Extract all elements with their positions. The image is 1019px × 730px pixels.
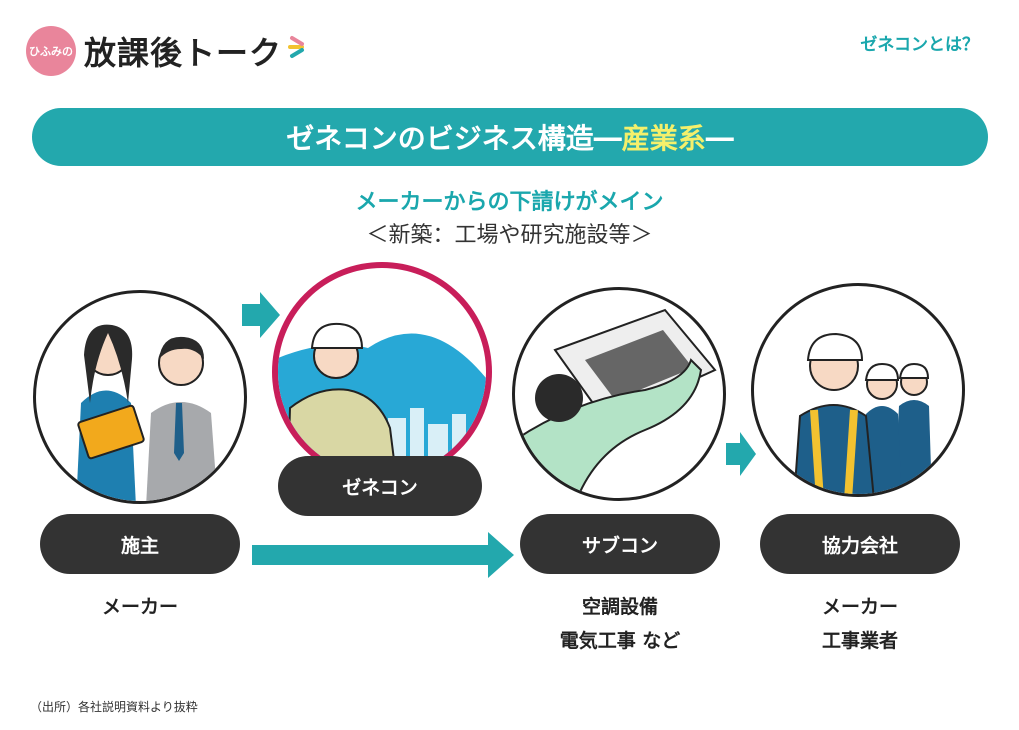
arrow-right-icon (242, 292, 280, 338)
subcontractor-caption: 空調設備 電気工事 など (520, 590, 720, 658)
partner-caption-line: メーカー (821, 596, 898, 618)
partner-caption: メーカー 工事業者 (760, 590, 960, 658)
source-footnote: （出所）各社説明資料より抜粋 (30, 700, 198, 714)
node-client: 施主 (40, 514, 240, 574)
node-partner-label: 協力会社 (821, 534, 898, 557)
banner-dash-right: ― (705, 120, 734, 154)
node-general-contractor-label: ゼネコン (342, 476, 418, 499)
client-illustration (33, 290, 247, 504)
partner-caption-line: 工事業者 (821, 630, 898, 652)
logo-title: 放課後トーク (84, 34, 283, 72)
logo-badge: ひふみの (26, 26, 76, 76)
subtitle: メーカーからの下請けがメイン (355, 190, 664, 215)
node-subcontractor: サブコン (520, 514, 720, 574)
node-general-contractor: ゼネコン (278, 456, 482, 516)
general-contractor-illustration (272, 262, 492, 482)
title-banner: ゼネコンのビジネス構造 ― 産業系 ― (32, 108, 988, 166)
node-subcontractor-label: サブコン (581, 534, 658, 557)
client-caption: メーカー (40, 590, 240, 624)
subcontractor-caption-line: 空調設備 (581, 596, 658, 618)
flow-arrow-icon (252, 532, 514, 578)
section-tag: ゼネコンとは？ (860, 35, 979, 55)
client-caption-line: メーカー (101, 596, 178, 618)
sparkle-icon (288, 36, 304, 58)
arrow-right-icon (726, 432, 756, 476)
subcontractor-illustration (512, 287, 726, 501)
banner-title-main: ゼネコンのビジネス構造 (286, 122, 594, 155)
node-partner: 協力会社 (760, 514, 960, 574)
node-client-label: 施主 (120, 534, 159, 557)
banner-title-accent: 産業系 (621, 122, 706, 155)
partner-workers-illustration (751, 283, 965, 497)
subcontractor-caption-line: 電気工事 など (559, 630, 681, 652)
banner-dash-left: ― (593, 120, 622, 154)
subnote: ＜新築：工場や研究施設等＞ (366, 223, 653, 248)
